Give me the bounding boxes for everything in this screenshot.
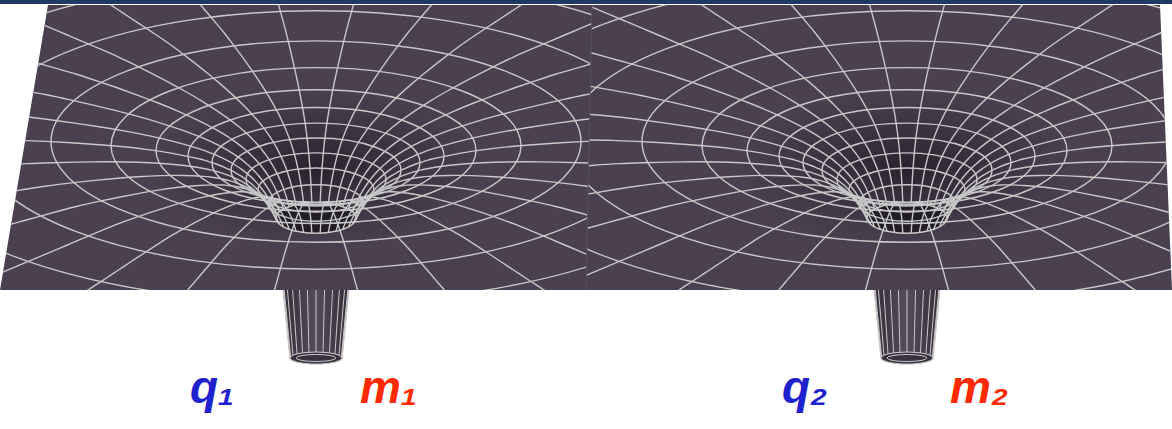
grid-radial	[460, 197, 888, 429]
grid-ring	[0, 0, 746, 303]
tube-end-inner	[296, 355, 336, 362]
grid-radial	[0, 0, 284, 209]
tube-end	[290, 352, 342, 364]
grid-ring	[702, 68, 1112, 224]
well-grid	[12, 0, 1172, 429]
grid-radial	[919, 200, 1172, 429]
grid-radial	[947, 140, 1172, 218]
grid-radial	[927, 197, 1172, 429]
grid-ring	[367, 0, 1172, 345]
grid-radial	[0, 175, 279, 278]
grid-ring	[567, 11, 1172, 269]
grid-radial	[89, 175, 870, 278]
grid-radial	[32, 162, 868, 221]
grid-radial	[630, 200, 894, 429]
grid-ring	[803, 123, 1011, 202]
grid-radial	[630, 0, 894, 204]
grid-ring	[111, 68, 521, 224]
charge-mass-label: q₂	[782, 362, 828, 413]
charge-mass-label: m₁	[360, 362, 417, 413]
grid-radial	[813, 0, 902, 203]
tube-end	[881, 352, 933, 364]
grid-radial	[39, 200, 303, 429]
grid-radial	[336, 197, 764, 429]
grid-radial	[12, 140, 867, 218]
charge-label: q₁	[190, 361, 234, 413]
charge-label: q₂	[782, 361, 828, 413]
grid-radial	[0, 2, 279, 212]
grid-radial	[939, 185, 1172, 340]
grid-radial	[946, 69, 1172, 215]
grid-radial	[89, 2, 870, 212]
grid-radial	[183, 0, 875, 209]
grid-radial	[0, 185, 284, 340]
grid-radial	[927, 0, 1172, 205]
grid-ring	[779, 107, 1035, 204]
grid-radial	[0, 162, 277, 221]
grid-radial	[939, 0, 1172, 209]
grid-radial	[328, 200, 592, 429]
grid-ring	[212, 123, 420, 202]
mass-label: m₂	[950, 361, 1008, 413]
grid-radial	[0, 0, 289, 207]
grid-radial	[944, 2, 1172, 212]
grid-radial	[222, 0, 311, 203]
grid-ring	[0, 0, 856, 345]
grid-ring	[51, 41, 581, 242]
mass-label: m₁	[360, 361, 417, 413]
grid-radial	[308, 0, 880, 207]
grid-radial	[0, 140, 276, 218]
grid-ring	[642, 41, 1172, 242]
grid-radial	[0, 192, 289, 393]
grid-radial	[32, 69, 868, 215]
charge-mass-label: m₂	[950, 362, 1008, 413]
grid-radial	[183, 185, 875, 340]
grid-radial	[39, 0, 303, 204]
top-bar	[0, 0, 1172, 4]
grid-radial	[0, 0, 296, 205]
grid-radial	[460, 0, 888, 205]
sheet-seam	[586, 5, 592, 290]
charge-mass-label: q₁	[190, 362, 234, 413]
grid-ring	[0, 11, 656, 269]
grid-ring	[188, 107, 444, 204]
tube-end-inner	[887, 355, 927, 362]
grid-radial	[0, 197, 296, 429]
